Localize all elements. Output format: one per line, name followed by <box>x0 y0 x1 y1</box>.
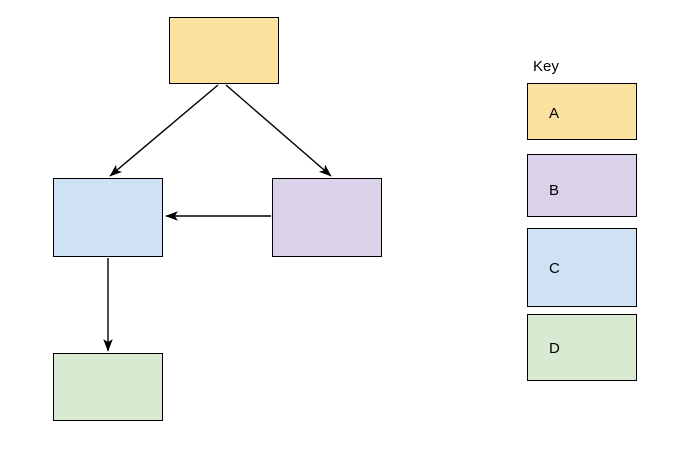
edge-a-to-b <box>225 84 332 177</box>
node-c[interactable] <box>53 178 163 257</box>
edge-a-to-c <box>109 84 219 177</box>
legend-label-d: D <box>549 340 560 357</box>
legend-title: Key <box>533 58 559 75</box>
node-a[interactable] <box>169 17 279 84</box>
node-b[interactable] <box>272 178 382 257</box>
legend-label-c: C <box>549 260 560 277</box>
legend-swatch-b[interactable] <box>527 154 637 217</box>
node-d[interactable] <box>53 353 163 421</box>
legend-swatch-c[interactable] <box>527 228 637 307</box>
legend-swatch-a[interactable] <box>527 83 637 140</box>
legend-label-a: A <box>549 105 560 122</box>
legend-label-b: B <box>549 182 560 199</box>
legend-swatch-d[interactable] <box>527 314 637 381</box>
